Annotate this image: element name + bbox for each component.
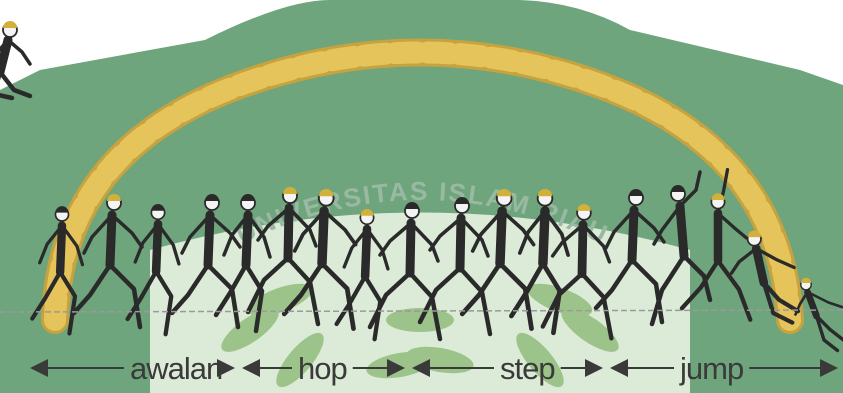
phase-hop-label: hop: [298, 351, 347, 386]
phase-awalan-label: awalan: [130, 351, 222, 386]
athlete-torso: [156, 224, 158, 272]
athlete-torso: [60, 226, 62, 273]
athlete-torso: [410, 223, 411, 273]
athlete-torso: [110, 215, 112, 265]
athlete-torso: [365, 229, 367, 277]
phase-jump-label: jump: [679, 351, 743, 386]
athlete-torso: [680, 206, 684, 256]
athlete-torso: [460, 218, 461, 268]
athlete-torso: [288, 208, 289, 258]
athlete-torso: [632, 210, 634, 260]
athlete-torso: [208, 215, 210, 265]
athlete-torso: [322, 211, 324, 264]
athlete-torso: [246, 215, 248, 265]
athlete-torso: [582, 225, 583, 274]
athlete-hair: [3, 21, 17, 28]
athlete-torso: [543, 211, 545, 264]
athlete-torso: [500, 211, 502, 264]
athlete-limb: [8, 40, 30, 64]
phase-step-label: step: [500, 351, 555, 386]
